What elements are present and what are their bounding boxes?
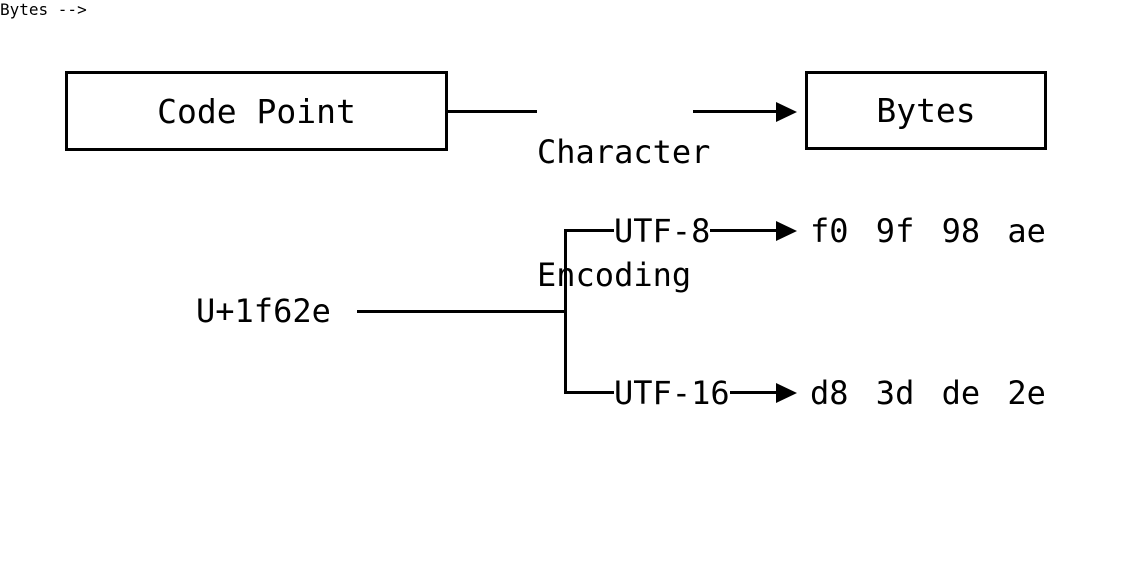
utf8-arrowhead-icon	[776, 220, 797, 241]
flow-arrowhead-icon	[776, 101, 797, 122]
bytes-box: Bytes	[805, 71, 1047, 150]
flow-edge-line-left	[448, 110, 537, 113]
utf16-branch-line-right	[730, 391, 776, 394]
utf8-bytes-value: f0 9f 98 ae	[810, 211, 1046, 251]
utf16-branch-line-left	[564, 391, 614, 394]
flow-edge-label-line2: Encoding	[537, 256, 692, 294]
utf8-branch-line-left	[564, 229, 614, 232]
code-point-stem-line	[357, 310, 566, 313]
code-point-box-label: Code Point	[157, 91, 356, 131]
utf8-branch-line-right	[710, 229, 776, 232]
branch-vertical-line	[564, 229, 567, 394]
flow-edge-line-right	[693, 110, 777, 113]
utf8-encoding-label: UTF-8	[614, 211, 711, 251]
code-point-box: Code Point	[65, 71, 448, 151]
utf16-bytes-value: d8 3d de 2e	[810, 373, 1046, 413]
utf16-arrowhead-icon	[776, 382, 797, 403]
flow-edge-label-line1: Character	[537, 133, 711, 171]
utf16-encoding-label: UTF-16	[614, 373, 730, 413]
bytes-box-label: Bytes	[876, 91, 976, 130]
code-point-value: U+1f62e	[196, 291, 331, 331]
